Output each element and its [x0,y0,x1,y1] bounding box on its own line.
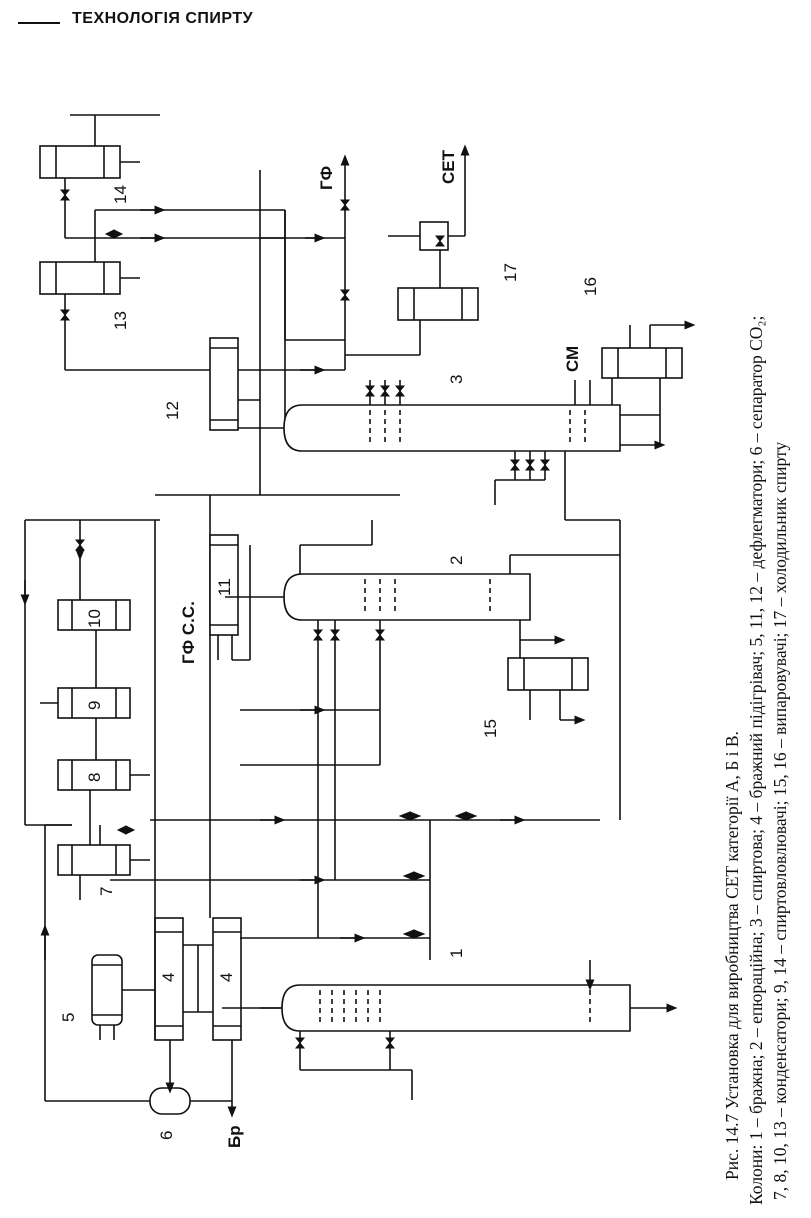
dephlegmator-12 [209,320,421,431]
label-set: СЕТ [439,149,458,184]
dephlegmator-11 [209,534,284,661]
valves [59,189,551,1049]
cooler-17 [388,144,479,321]
label-15: 15 [481,719,500,738]
label-5: 5 [59,1013,78,1022]
label-4b: 4 [217,973,236,982]
dephlegmator-5 [91,954,155,1040]
spirit-catcher-14 [39,114,160,238]
column-3 [230,380,666,820]
label-4a: 4 [159,973,178,982]
label-gf: ГФ [317,166,336,190]
condenser-13 [39,238,210,371]
label-16: 16 [581,277,600,296]
label-9: 9 [85,701,104,710]
header-rule [18,22,60,24]
condenser-8 [57,759,150,845]
evaporator-15 [507,640,589,725]
condenser-10 [57,520,131,688]
label-1: 1 [447,949,466,958]
separator-6 [45,1040,237,1118]
label-gfss: ГФ С.С. [179,601,198,664]
label-br: Бр [225,1125,244,1148]
column-1 [260,960,678,1100]
label-10: 10 [85,609,104,628]
label-sm: СМ [563,346,582,372]
label-12: 12 [163,401,182,420]
label-11: 11 [215,578,234,596]
label-8: 8 [85,773,104,782]
evaporator-16 [601,320,696,445]
label-13: 13 [111,311,130,330]
figure-caption: Рис. 14.7 Установка для виробництва СЕТ … [722,316,790,1205]
condenser-7 [57,825,150,900]
label-2: 2 [447,556,466,565]
header-title: ТЕХНОЛОГІЯ СПИРТУ [72,10,254,27]
label-7: 7 [97,887,116,896]
label-14: 14 [111,185,130,204]
spirit-catcher-9 [40,687,131,760]
label-3: 3 [447,375,466,384]
heater-4a [154,917,184,1041]
label-6: 6 [157,1131,176,1140]
label-17: 17 [501,263,520,282]
heater-4b [212,917,282,1041]
caption-line2: 7, 8, 10, 13 – конденсатори; 9, 14 – спи… [770,442,790,1200]
running-header: ТЕХНОЛОГІЯ СПИРТУ [0,0,811,40]
caption-title: Рис. 14.7 Установка для виробництва СЕТ … [722,731,742,1180]
caption-line1: Колони: 1 – бражна; 2 – епюраційна; 3 – … [746,316,766,1205]
